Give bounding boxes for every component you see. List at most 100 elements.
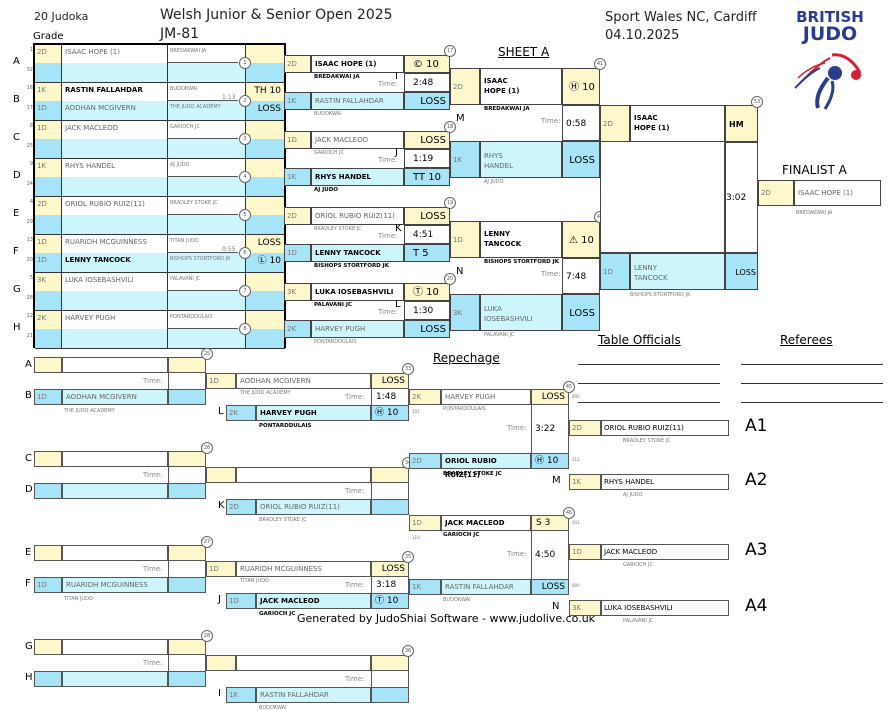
competitor-name[interactable]: RASTIN FALLAHDAR bbox=[441, 579, 531, 595]
official-line[interactable] bbox=[578, 364, 720, 365]
official-line[interactable] bbox=[578, 402, 720, 403]
competitor-name[interactable]: AODHAN MCGIVERN bbox=[62, 389, 168, 405]
club-name: BISHOPS STORTFORD JK bbox=[314, 263, 389, 269]
competitor-name[interactable] bbox=[236, 467, 371, 483]
competitor-name[interactable]: HARVEY PUGH bbox=[256, 405, 371, 421]
white-score bbox=[246, 273, 284, 291]
grade-cell: 1D bbox=[600, 253, 630, 290]
result-name[interactable]: LUKA IOSEBASHVILI bbox=[601, 600, 729, 616]
competitor-name[interactable] bbox=[62, 357, 168, 373]
competitor-name[interactable]: JACK MACLEOD bbox=[256, 593, 371, 609]
grade-label: Grade bbox=[33, 31, 64, 42]
grade-cell: 1D bbox=[450, 221, 480, 258]
match-number: 17 bbox=[444, 45, 456, 57]
result-name[interactable]: RHYS HANDEL bbox=[601, 474, 729, 490]
competitor-name[interactable] bbox=[62, 483, 168, 499]
competitor-name[interactable]: RASTIN FALLAHDAR bbox=[62, 83, 168, 101]
grade-cell: 2D bbox=[226, 499, 256, 515]
competitor-name[interactable]: RUARIDH MCGUINNESS bbox=[62, 235, 168, 253]
competitor-name[interactable]: AODHAN MCGIVERN bbox=[62, 101, 168, 120]
club-name: TITAN JUDO bbox=[64, 596, 93, 602]
competitor-name[interactable]: AODHAN MCGIVERN bbox=[236, 373, 371, 389]
blue-score: Ⓛ 10 bbox=[246, 253, 284, 272]
competitor-name[interactable] bbox=[62, 215, 168, 234]
club-name: BISHOPS STORTFORD JK bbox=[168, 253, 246, 272]
competitor-name[interactable] bbox=[62, 451, 168, 467]
match-label: N bbox=[456, 266, 464, 277]
competitor-name[interactable]: HARVEY PUGH bbox=[441, 389, 531, 405]
competitor-name[interactable]: LUKA IOSEBASHVILI bbox=[62, 273, 168, 291]
seed-number: 8 bbox=[29, 123, 33, 129]
match-label: K bbox=[395, 223, 402, 234]
grade-cell: 1K bbox=[35, 159, 62, 177]
competitor-name[interactable]: HARVEY PUGH bbox=[311, 320, 404, 338]
result-name[interactable]: ORIOL RUBIO RUIZ(11) bbox=[601, 420, 729, 436]
grade-cell: 2K bbox=[35, 311, 62, 329]
competitor-name[interactable] bbox=[236, 655, 371, 671]
club-name: PALAVANI JC bbox=[168, 273, 246, 291]
club-name: BREDAKWAI JA bbox=[168, 45, 246, 63]
competitor-name[interactable] bbox=[62, 639, 168, 655]
competitor-name[interactable]: RHYS HANDEL bbox=[311, 168, 404, 186]
competitor-name[interactable]: RUARIDH MCGUINNESS bbox=[236, 561, 371, 577]
competitor-name[interactable]: RHYS HANDEL bbox=[62, 159, 168, 177]
competitor-name[interactable] bbox=[62, 291, 168, 310]
grade-cell: 1K bbox=[284, 168, 311, 186]
referee-line[interactable] bbox=[741, 402, 883, 403]
match-time: 3:02 bbox=[725, 142, 758, 253]
competitor-name[interactable] bbox=[62, 63, 168, 82]
match-line bbox=[168, 138, 238, 139]
grade-cell bbox=[35, 291, 62, 310]
competitor-name[interactable]: LENNY TANCOCK bbox=[62, 253, 168, 272]
competitor-name[interactable] bbox=[62, 329, 168, 348]
competitor-name[interactable]: HARVEY PUGH bbox=[62, 311, 168, 329]
competitor-name[interactable]: LUKA IOSEBASHVILI bbox=[311, 283, 404, 301]
competitor-name[interactable]: LENNY TANCOCK bbox=[311, 244, 404, 262]
competitor-name[interactable] bbox=[62, 671, 168, 687]
competitor-name[interactable]: ISAAC HOPE (1) bbox=[311, 55, 404, 73]
row-divider bbox=[35, 120, 285, 121]
competitor-name[interactable]: JACK MACLEOD bbox=[311, 131, 404, 149]
competitor-name[interactable]: ORIOL RUBIO RUIZ(11) bbox=[311, 207, 404, 225]
finalist-label: FINALIST A bbox=[782, 163, 847, 177]
seed-number: 32 bbox=[26, 67, 33, 73]
competitor-name[interactable] bbox=[62, 139, 168, 158]
match-number: 3 bbox=[239, 133, 251, 145]
competitor-name[interactable]: JACK MACLEOD bbox=[441, 515, 531, 531]
white-score: ⚠ 10 bbox=[562, 221, 600, 258]
grade-cell: 1K bbox=[569, 474, 601, 490]
competitor-name[interactable]: ORIOL RUBIO RUIZ(11) bbox=[256, 499, 371, 515]
seed-number: 24 bbox=[26, 181, 33, 187]
competitor-name[interactable]: ORIOL RUBIO RUIZ(11) bbox=[62, 197, 168, 215]
seed-number: 5 bbox=[29, 275, 33, 281]
match-number: 7 bbox=[239, 285, 251, 297]
grade-cell: 1D bbox=[35, 101, 62, 120]
official-line[interactable] bbox=[578, 383, 720, 384]
competitor-name[interactable]: JACK MACLEOD bbox=[62, 121, 168, 139]
referee-line[interactable] bbox=[741, 383, 883, 384]
competitor-name[interactable]: RUARIDH MCGUINNESS bbox=[62, 577, 168, 593]
match-number: 5 bbox=[239, 209, 251, 221]
competitor-name[interactable]: RASTIN FALLAHDAR bbox=[256, 687, 371, 703]
match-label: N bbox=[552, 601, 560, 612]
competitor-name[interactable] bbox=[62, 545, 168, 561]
result-name[interactable]: JACK MACLEOD bbox=[601, 544, 729, 560]
competitor-name[interactable] bbox=[62, 177, 168, 196]
blue-score: Ⓗ 10 bbox=[371, 405, 409, 421]
competitor-name[interactable]: ORIOL RUBIO RUIZ(11) bbox=[441, 453, 531, 479]
grade-cell: 2K bbox=[409, 389, 441, 405]
referee-line[interactable] bbox=[741, 364, 883, 365]
competitor-name[interactable]: ISAAC HOPE (1) bbox=[62, 45, 168, 63]
finalist-name[interactable]: ISAAC HOPE (1) bbox=[794, 180, 881, 206]
club-name: GARIOCH JC bbox=[443, 532, 480, 538]
club-name: THE JUDO ACADEMY bbox=[240, 390, 291, 396]
grade-cell: 1K bbox=[35, 83, 62, 101]
competitor-name[interactable]: RASTIN FALLAHDAR bbox=[311, 92, 404, 110]
club-name bbox=[168, 291, 246, 310]
